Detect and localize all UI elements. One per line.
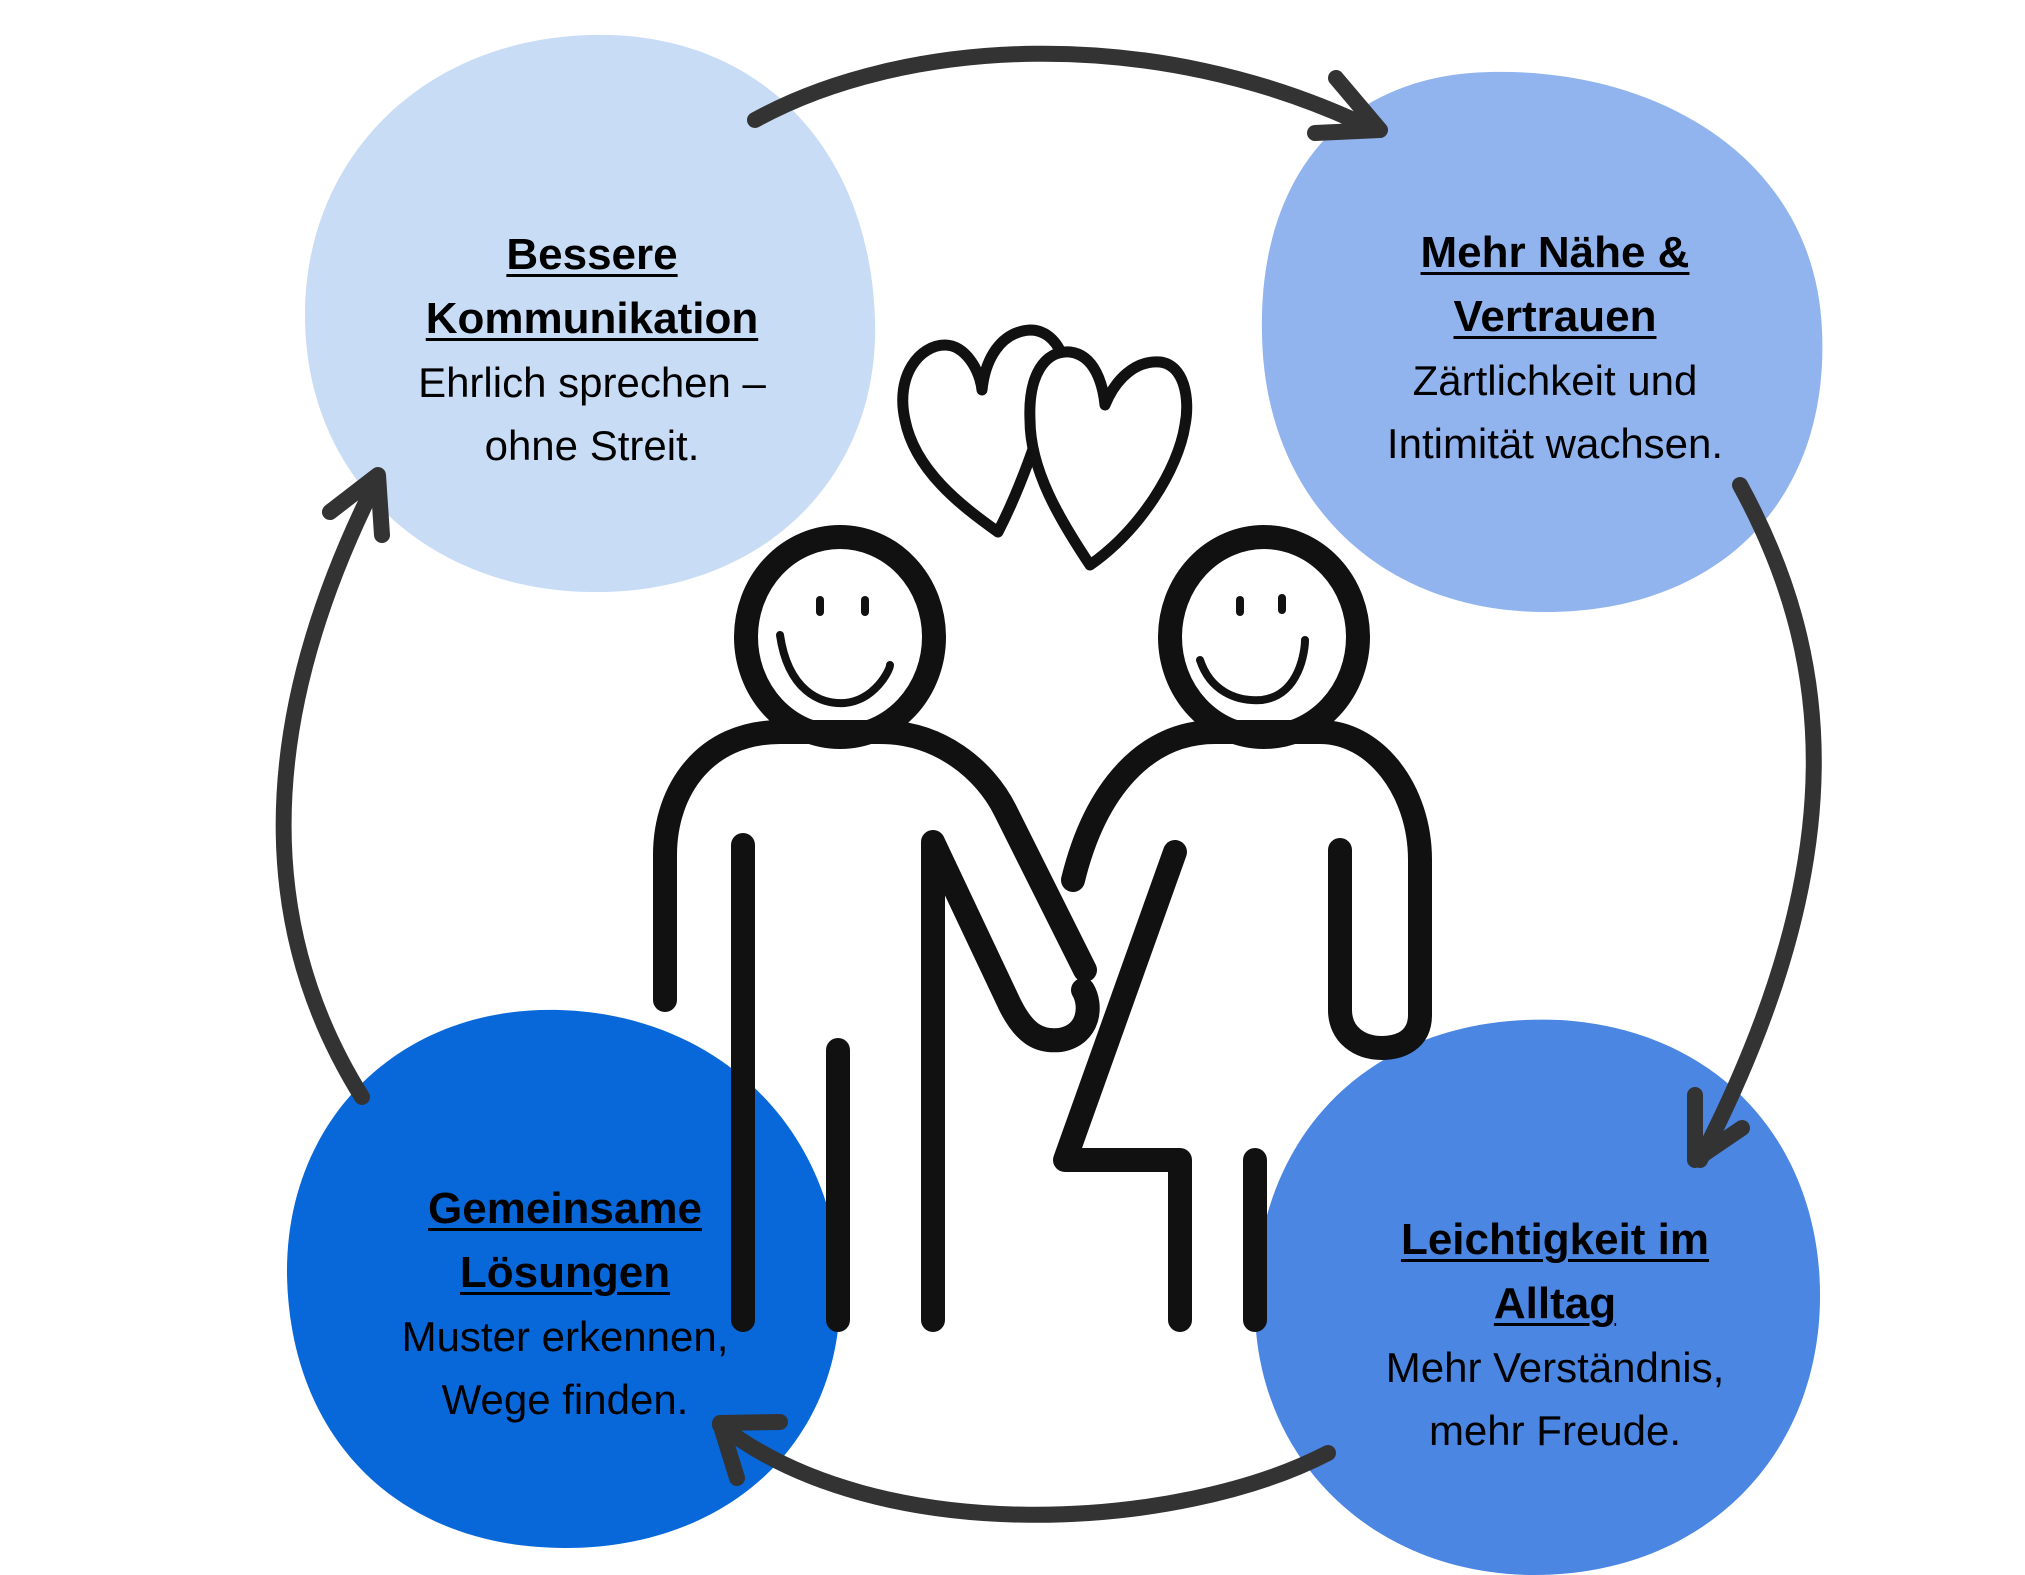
right-person-dress: [1053, 840, 1192, 1332]
arrow-left: [275, 470, 386, 1105]
arrow-left-head: [322, 467, 390, 543]
left-person-body: [653, 720, 1097, 1012]
couple-figures-icon: [653, 525, 1432, 1332]
step-description: Muster erkennen,Wege finden.: [401, 1313, 729, 1423]
hearts-icon: [897, 324, 1193, 571]
circle-leichtigkeit: [1254, 1019, 1821, 1575]
left-person-hand-arm: [921, 830, 1100, 1332]
cycle-arrows: [275, 45, 1822, 1523]
circle-gemeinsame-loesungen: [286, 1009, 841, 1548]
arrow-right-head: [1687, 1087, 1750, 1168]
circle-bessere-kommunikation: [305, 34, 876, 593]
step-description: Mehr Verständnis,mehr Freude.: [1385, 1344, 1725, 1454]
right-person-smile: [1196, 636, 1309, 705]
right-person-body: [1061, 720, 1432, 1060]
arrow-bottom-head: [712, 1414, 788, 1486]
circle-mehr-naehe: [1261, 71, 1823, 613]
arrow-top: [747, 45, 1383, 138]
arrow-bottom: [712, 1417, 1336, 1523]
arrow-right: [1692, 477, 1822, 1168]
step-description: Ehrlich sprechen –ohne Streit.: [418, 359, 766, 469]
right-person-head: [1158, 525, 1370, 749]
heart-right-icon: [1024, 346, 1193, 571]
left-person-smile: [776, 631, 894, 708]
step-title: Mehr Nähe &Vertrauen: [1420, 228, 1690, 341]
arrow-top-head: [1307, 70, 1388, 141]
